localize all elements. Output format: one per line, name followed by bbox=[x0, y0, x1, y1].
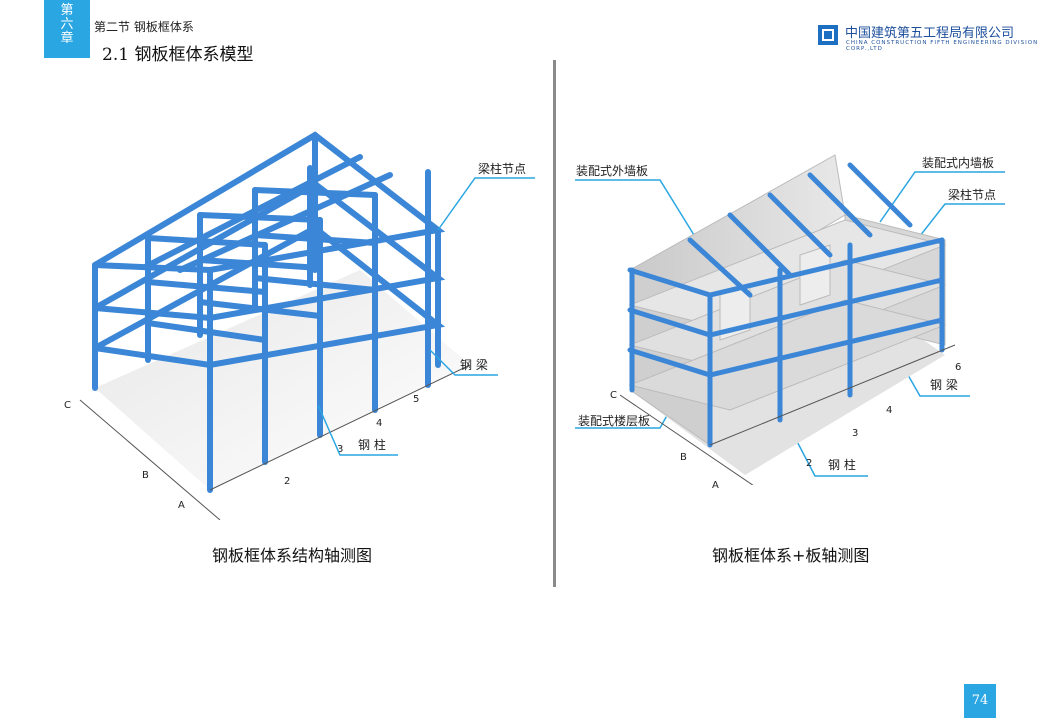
callout-floor: 装配式楼层板 bbox=[578, 414, 651, 428]
company-name-cn: 中国建筑第五工程局有限公司 bbox=[845, 26, 1015, 41]
axis-number: 5 bbox=[413, 394, 420, 405]
page-number: 74 bbox=[964, 684, 996, 718]
axis-number: 3 bbox=[852, 428, 859, 439]
axis-number: 4 bbox=[886, 405, 893, 416]
axis-number: 2 bbox=[284, 476, 291, 487]
chapter-tab: 第 六 章 bbox=[44, 0, 90, 58]
axis-number: 4 bbox=[376, 418, 383, 429]
callout-node: 梁柱节点 bbox=[948, 188, 997, 202]
section-label: 第二节 钢板框体系 bbox=[94, 20, 194, 34]
chapter-char: 第 bbox=[60, 3, 74, 18]
chapter-char: 六 bbox=[60, 17, 74, 32]
axis-label-b: B bbox=[142, 470, 149, 481]
callout-int-wall: 装配式内墙板 bbox=[922, 156, 995, 170]
page-title: 2.1 钢板框体系模型 bbox=[102, 45, 254, 65]
callout-column: 钢 柱 bbox=[358, 438, 386, 452]
callout-beam: 钢 梁 bbox=[460, 358, 488, 372]
callout-axis-b: B bbox=[680, 452, 687, 463]
frame-panel-illustration bbox=[620, 154, 956, 485]
axis-number: 2 bbox=[806, 458, 813, 469]
chapter-char: 章 bbox=[60, 31, 74, 46]
company-name-en: CHINA CONSTRUCTION FIFTH ENGINEERING DIV… bbox=[846, 40, 1039, 52]
left-figure-caption: 钢板框体系结构轴测图 bbox=[212, 546, 373, 565]
callout-axis-c: C bbox=[610, 390, 617, 401]
center-divider bbox=[553, 60, 556, 587]
company-logo-icon bbox=[818, 25, 838, 45]
right-figure-caption: 钢板框体系+板轴测图 bbox=[712, 546, 870, 565]
callout-node: 梁柱节点 bbox=[478, 162, 527, 176]
axis-number: 6 bbox=[955, 362, 962, 373]
axis-number: 3 bbox=[337, 444, 344, 455]
callout-ext-wall: 装配式外墙板 bbox=[576, 164, 649, 178]
axis-label-c: C bbox=[64, 400, 71, 411]
axis-label-a: A bbox=[178, 500, 185, 511]
callout-column: 钢 柱 bbox=[828, 458, 856, 472]
callout-beam: 钢 梁 bbox=[930, 378, 958, 392]
callout-axis-a: A bbox=[712, 480, 719, 491]
